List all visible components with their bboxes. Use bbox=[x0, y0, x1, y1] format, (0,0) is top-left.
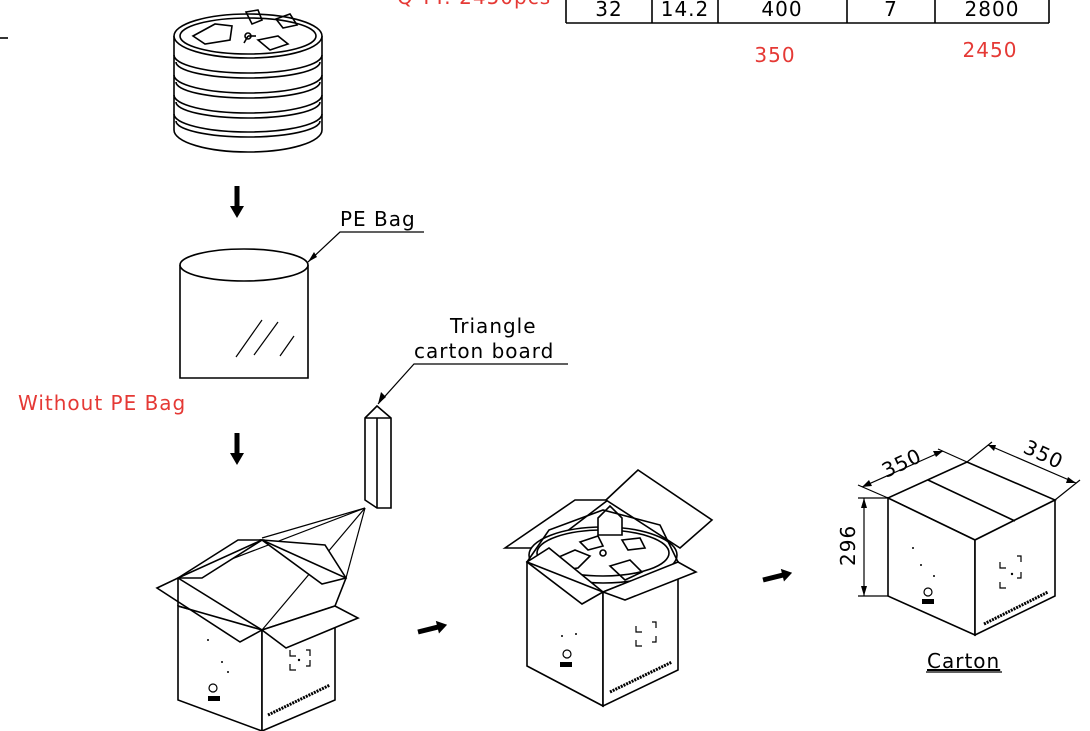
open-carton-with-reels bbox=[502, 468, 714, 708]
table-cell: 14.2 bbox=[661, 0, 710, 21]
triangle-board-leader bbox=[377, 363, 568, 405]
carton-label: Carton bbox=[927, 649, 1000, 673]
table-cell: 7 bbox=[884, 0, 898, 21]
carton-dimension-lines bbox=[857, 441, 1081, 597]
triangle-board-label-line2: carton board bbox=[414, 339, 554, 363]
pe-bag-drawing bbox=[179, 248, 309, 379]
open-carton-empty bbox=[155, 538, 360, 731]
table-correction: 2450 bbox=[963, 38, 1018, 62]
without-pe-bag-note: Without PE Bag bbox=[18, 391, 186, 415]
table-cell: 32 bbox=[595, 0, 622, 21]
reel-stack-drawing bbox=[173, 9, 323, 153]
pe-bag-leader bbox=[307, 231, 424, 263]
triangle-board-label-line1: Triangle bbox=[449, 314, 537, 338]
dimension-width: 350 bbox=[878, 443, 925, 482]
spec-table: 32 14.2 400 7 2800 bbox=[565, 0, 1050, 24]
triangle-board-drawing bbox=[364, 404, 392, 509]
closed-carton bbox=[886, 461, 1057, 637]
table-cell: 2800 bbox=[965, 0, 1020, 21]
table-cell: 400 bbox=[761, 0, 802, 21]
qty-label: Q'TY: 2450pcs bbox=[397, 0, 551, 9]
table-correction: 350 bbox=[754, 43, 795, 67]
pe-bag-label: PE Bag bbox=[340, 207, 416, 231]
dimension-depth: 350 bbox=[1020, 435, 1067, 474]
dimension-height: 296 bbox=[836, 525, 860, 566]
